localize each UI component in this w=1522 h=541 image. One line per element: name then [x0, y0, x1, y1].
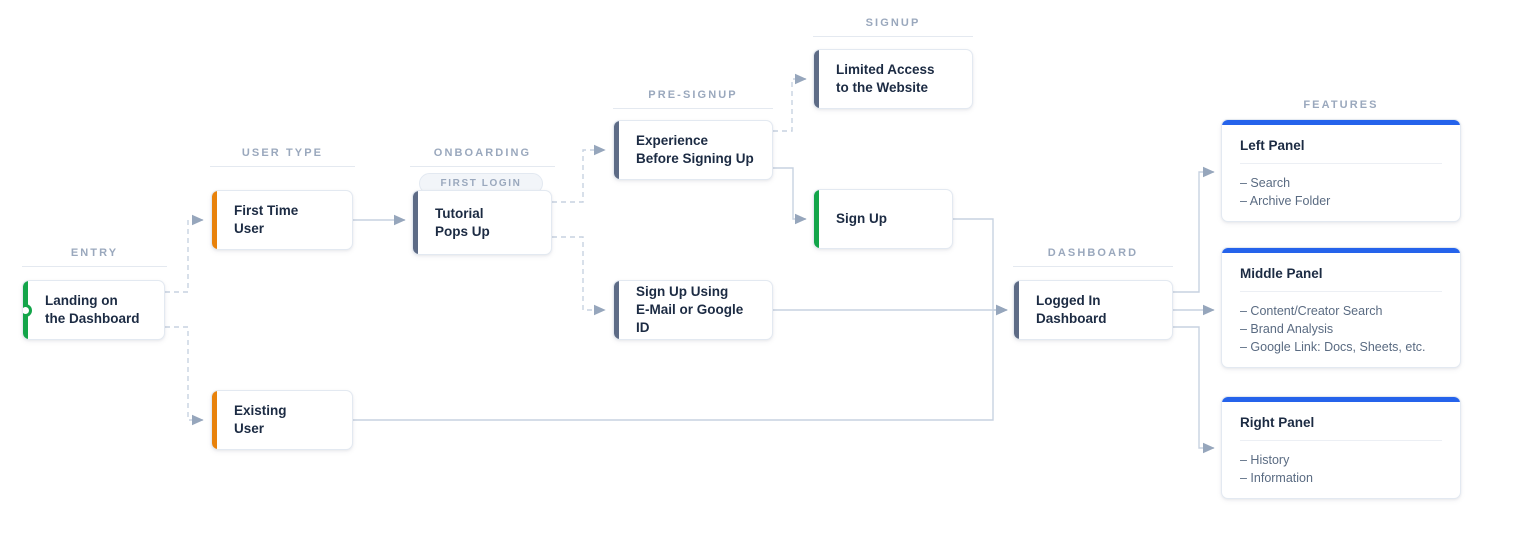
section-header-features: FEATURES	[1221, 99, 1461, 111]
panel-top-accent	[1222, 248, 1460, 253]
node-label-line2: E-Mail or Google ID	[636, 302, 744, 335]
panel-item-list: – Content/Creator Search – Brand Analysi…	[1222, 292, 1460, 367]
accent-bar-green	[814, 190, 819, 248]
node-label-line1: Sign Up	[836, 211, 887, 226]
node-first-time-user[interactable]: First Time User	[211, 190, 353, 250]
accent-bar-slate	[814, 50, 819, 108]
panel-title: Left Panel	[1240, 138, 1305, 153]
node-label-line2: User	[234, 421, 265, 436]
panel-divider	[1240, 291, 1442, 292]
panel-item-list: – Search – Archive Folder	[1222, 164, 1460, 221]
list-item: – Content/Creator Search	[1240, 304, 1383, 318]
section-label: DASHBOARD	[1047, 247, 1139, 259]
node-logged-in-dashboard[interactable]: Logged In Dashboard	[1013, 280, 1173, 340]
panel-left[interactable]: Left Panel – Search – Archive Folder	[1221, 119, 1461, 222]
section-rule	[813, 36, 973, 37]
section-rule	[410, 166, 555, 167]
section-header-entry: ENTRY	[22, 247, 167, 267]
list-item: – Search	[1240, 176, 1291, 190]
entry-point-dot	[23, 303, 32, 317]
list-item: – Information	[1240, 471, 1313, 485]
node-label-line1: Logged In	[1036, 293, 1101, 308]
node-tutorial-pops-up[interactable]: Tutorial Pops Up	[412, 190, 552, 255]
section-label: SIGNUP	[865, 17, 921, 29]
node-label: Sign Up Using E-Mail or Google ID	[614, 283, 772, 337]
section-label: ONBOARDING	[433, 147, 532, 159]
panel-title: Middle Panel	[1240, 266, 1323, 281]
section-header-signup: SIGNUP	[813, 17, 973, 37]
node-label: Landing on the Dashboard	[23, 292, 154, 328]
node-sign-up[interactable]: Sign Up	[813, 189, 953, 249]
accent-bar-slate	[614, 281, 619, 339]
node-label-line1: Tutorial	[435, 205, 484, 221]
panel-middle[interactable]: Middle Panel – Content/Creator Search – …	[1221, 247, 1461, 368]
section-header-onboarding: ONBOARDING	[410, 147, 555, 167]
section-rule	[613, 108, 773, 109]
accent-bar-slate	[1014, 281, 1019, 339]
node-landing-on-dashboard[interactable]: Landing on the Dashboard	[22, 280, 165, 340]
node-label-line1: Landing on	[45, 293, 118, 308]
accent-bar-orange	[212, 391, 217, 449]
node-label-line1: Experience	[636, 133, 709, 148]
node-experience-before-signing-up[interactable]: Experience Before Signing Up	[613, 120, 773, 180]
section-header-user-type: USER TYPE	[210, 147, 355, 167]
panel-top-accent	[1222, 120, 1460, 125]
list-item: – Brand Analysis	[1240, 322, 1334, 336]
panel-divider	[1240, 163, 1442, 164]
node-label-line1: Sign Up Using	[636, 284, 729, 299]
panel-divider	[1240, 440, 1442, 441]
section-rule	[1013, 266, 1173, 267]
node-label: Existing User	[212, 402, 301, 438]
node-label-line1: Existing	[234, 403, 287, 418]
node-label: Experience Before Signing Up	[614, 132, 768, 168]
panel-top-accent	[1222, 397, 1460, 402]
node-sign-up-email-google[interactable]: Sign Up Using E-Mail or Google ID	[613, 280, 773, 340]
node-label-line2: the Dashboard	[45, 311, 140, 326]
section-label: FEATURES	[1303, 99, 1379, 111]
section-rule	[22, 266, 167, 267]
list-item: – Google Link: Docs, Sheets, etc.	[1240, 340, 1426, 354]
node-label-line2: Pops Up	[435, 223, 490, 239]
section-header-pre-signup: PRE-SIGNUP	[613, 89, 773, 109]
node-existing-user[interactable]: Existing User	[211, 390, 353, 450]
list-item: – Archive Folder	[1240, 194, 1331, 208]
accent-bar-slate	[413, 191, 418, 254]
node-label: Sign Up	[814, 210, 901, 228]
section-rule	[210, 166, 355, 167]
section-label: USER TYPE	[241, 147, 324, 159]
node-label-line2: Dashboard	[1036, 311, 1107, 326]
node-label: Logged In Dashboard	[1014, 292, 1121, 328]
section-header-dashboard: DASHBOARD	[1013, 247, 1173, 267]
section-label: PRE-SIGNUP	[648, 89, 738, 101]
node-label-line2: User	[234, 221, 265, 236]
node-label-line2: Before Signing Up	[636, 151, 754, 166]
list-item: – History	[1240, 453, 1290, 467]
node-limited-access[interactable]: Limited Access to the Website	[813, 49, 973, 109]
node-label-line1: Limited Access	[836, 62, 935, 77]
node-label: Tutorial Pops Up	[413, 205, 504, 241]
section-label: ENTRY	[70, 247, 119, 259]
panel-right[interactable]: Right Panel – History – Information	[1221, 396, 1461, 499]
node-label-line2: to the Website	[836, 80, 929, 95]
accent-bar-orange	[212, 191, 217, 249]
node-label: Limited Access to the Website	[814, 61, 949, 97]
accent-bar-slate	[614, 121, 619, 179]
panel-item-list: – History – Information	[1222, 441, 1460, 498]
node-label-line1: First Time	[234, 203, 299, 218]
node-label: First Time User	[212, 202, 312, 238]
panel-title: Right Panel	[1240, 415, 1315, 430]
